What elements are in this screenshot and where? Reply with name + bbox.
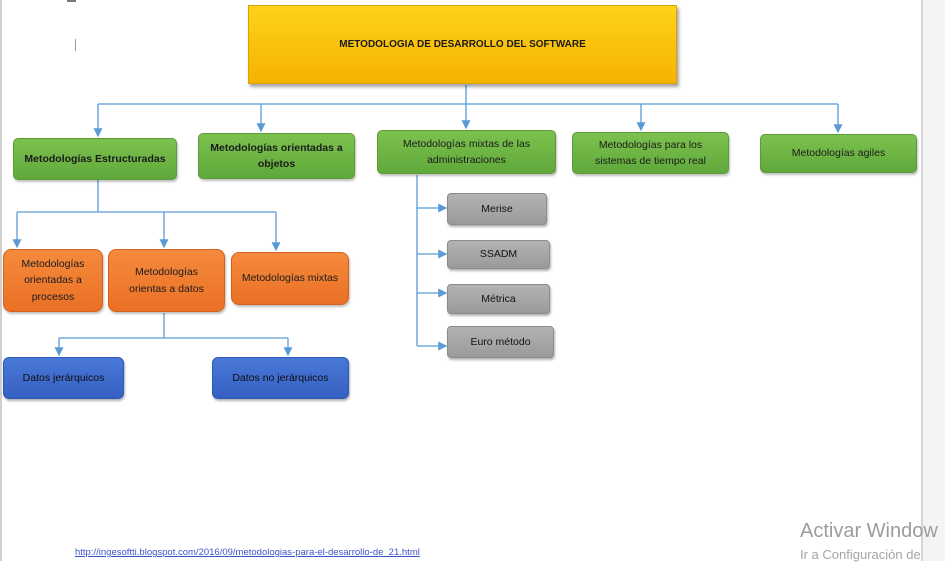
activation-watermark-title: Activar Window: [800, 520, 938, 542]
node-mixtas-admin: Metodologías mixtas de las administracio…: [377, 130, 556, 174]
page-top-mark: [67, 0, 76, 2]
node-datos-no-jerarquicos: Datos no jerárquicos: [212, 357, 349, 399]
node-agiles: Metodologías agiles: [760, 134, 917, 173]
node-datos-jerarquicos: Datos jerárquicos: [3, 357, 124, 399]
page-left-edge: [0, 0, 2, 561]
node-objetos: Metodologías orientadas a objetos: [198, 133, 355, 179]
node-procesos: Metodologías orientadas a procesos: [3, 249, 103, 312]
node-tiempo-real: Metodologías para los sistemas de tiempo…: [572, 132, 729, 174]
node-mixtas: Metodologías mixtas: [231, 252, 349, 305]
source-link[interactable]: http://ingesoftti.blogspot.com/2016/09/m…: [75, 547, 420, 558]
activation-watermark-subtitle: Ir a Configuración de: [800, 547, 921, 562]
text-cursor: [75, 39, 76, 51]
node-euro-metodo: Euro método: [447, 326, 554, 358]
page-right-edge: [921, 0, 923, 561]
root-node: METODOLOGIA DE DESARROLLO DEL SOFTWARE: [248, 5, 677, 84]
node-estructuradas: Metodologías Estructuradas: [13, 138, 177, 180]
node-metrica: Métrica: [447, 284, 550, 314]
node-ssadm: SSADM: [447, 240, 550, 269]
window-scroll-pane: [923, 0, 945, 561]
node-merise: Merise: [447, 193, 547, 225]
node-datos: Metodologías orientas a datos: [108, 249, 225, 312]
